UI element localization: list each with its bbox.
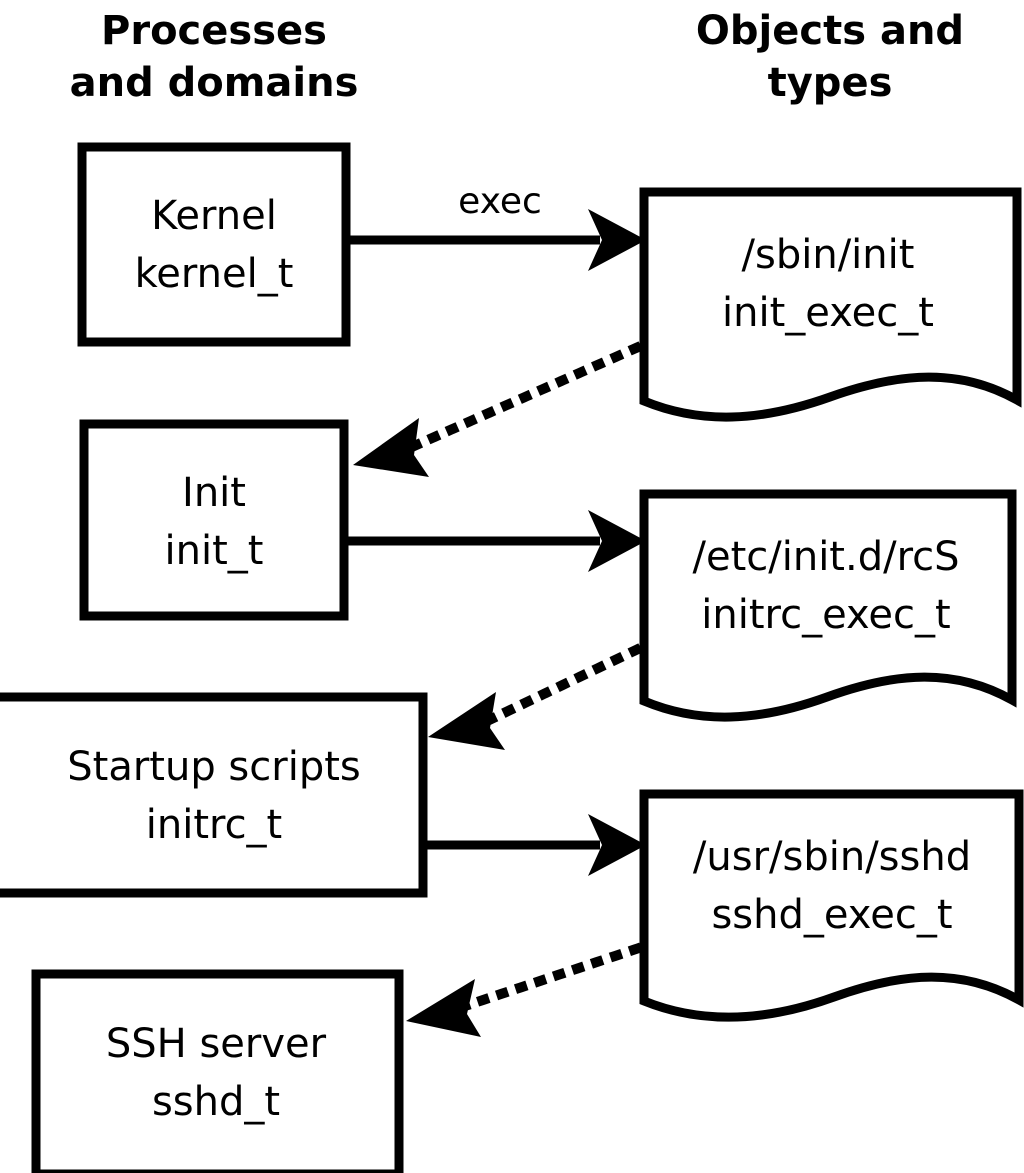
arrow-head-icon <box>353 418 429 477</box>
node-kernel-line1: Kernel <box>151 193 277 239</box>
node-kernel-line2: kernel_t <box>135 251 294 297</box>
column-header-objects-line1: Objects and <box>696 8 964 54</box>
column-header-processes-line1: Processes <box>101 8 327 54</box>
column-header-processes-line2: and domains <box>70 60 359 106</box>
node-startup-scripts-line2: initrc_t <box>146 802 283 848</box>
column-header-objects: Objects and types <box>696 8 964 106</box>
node-ssh-server-line1: SSH server <box>106 1021 327 1067</box>
node-sshd-exec[interactable]: /usr/sbin/sshd sshd_exec_t <box>639 789 1024 1022</box>
edge-init_exec-transition-init <box>353 341 643 477</box>
node-init-line2: init_t <box>165 528 264 574</box>
node-init-exec-line2: init_exec_t <box>722 290 934 336</box>
node-startup-scripts[interactable]: Startup scripts initrc_t <box>0 692 428 898</box>
node-kernel[interactable]: Kernel kernel_t <box>77 142 351 347</box>
column-header-objects-line2: types <box>768 60 893 106</box>
edge-line <box>398 341 643 457</box>
node-init-line1: Init <box>182 470 246 516</box>
edge-startup_scripts-exec-sshd_exec <box>427 814 646 876</box>
node-ssh-server-box[interactable] <box>31 969 404 1173</box>
node-sshd-exec-line1: /usr/sbin/sshd <box>693 834 971 880</box>
arrow-head-icon <box>588 510 646 572</box>
node-initrc-exec[interactable]: /etc/init.d/rcS initrc_exec_t <box>639 489 1017 722</box>
edge-line <box>455 942 643 1014</box>
node-initrc-exec-line2: initrc_exec_t <box>701 592 950 638</box>
node-init-box[interactable] <box>79 419 349 621</box>
arrow-head-icon <box>406 979 481 1037</box>
node-init-exec-line1: /sbin/init <box>742 232 915 278</box>
edge-kernel-exec-init_exec: exec <box>350 181 646 271</box>
node-sshd-exec-line2: sshd_exec_t <box>711 892 952 938</box>
arrow-head-icon <box>588 814 646 876</box>
node-ssh-server[interactable]: SSH server sshd_t <box>31 969 404 1173</box>
node-initrc-exec-line1: /etc/init.d/rcS <box>692 534 959 580</box>
node-kernel-box[interactable] <box>77 142 351 347</box>
node-init-exec-document[interactable] <box>639 187 1022 422</box>
column-header-processes: Processes and domains <box>70 8 359 106</box>
node-initrc-exec-document[interactable] <box>639 489 1017 722</box>
node-startup-scripts-line1: Startup scripts <box>67 744 360 790</box>
arrow-head-icon <box>428 692 505 750</box>
edge-sshd_exec-transition-ssh_server <box>406 942 643 1037</box>
edge-label-exec: exec <box>458 181 542 222</box>
edge-init-exec-initrc_exec <box>348 510 646 572</box>
node-ssh-server-line2: sshd_t <box>152 1079 280 1125</box>
edge-initrc_exec-transition-startup_scripts <box>428 643 643 750</box>
node-startup-scripts-box[interactable] <box>0 692 428 898</box>
node-init-exec[interactable]: /sbin/init init_exec_t <box>639 187 1022 422</box>
arrow-head-icon <box>588 209 646 271</box>
edge-line <box>476 643 643 730</box>
node-init[interactable]: Init init_t <box>79 419 349 621</box>
node-sshd-exec-document[interactable] <box>639 789 1024 1022</box>
